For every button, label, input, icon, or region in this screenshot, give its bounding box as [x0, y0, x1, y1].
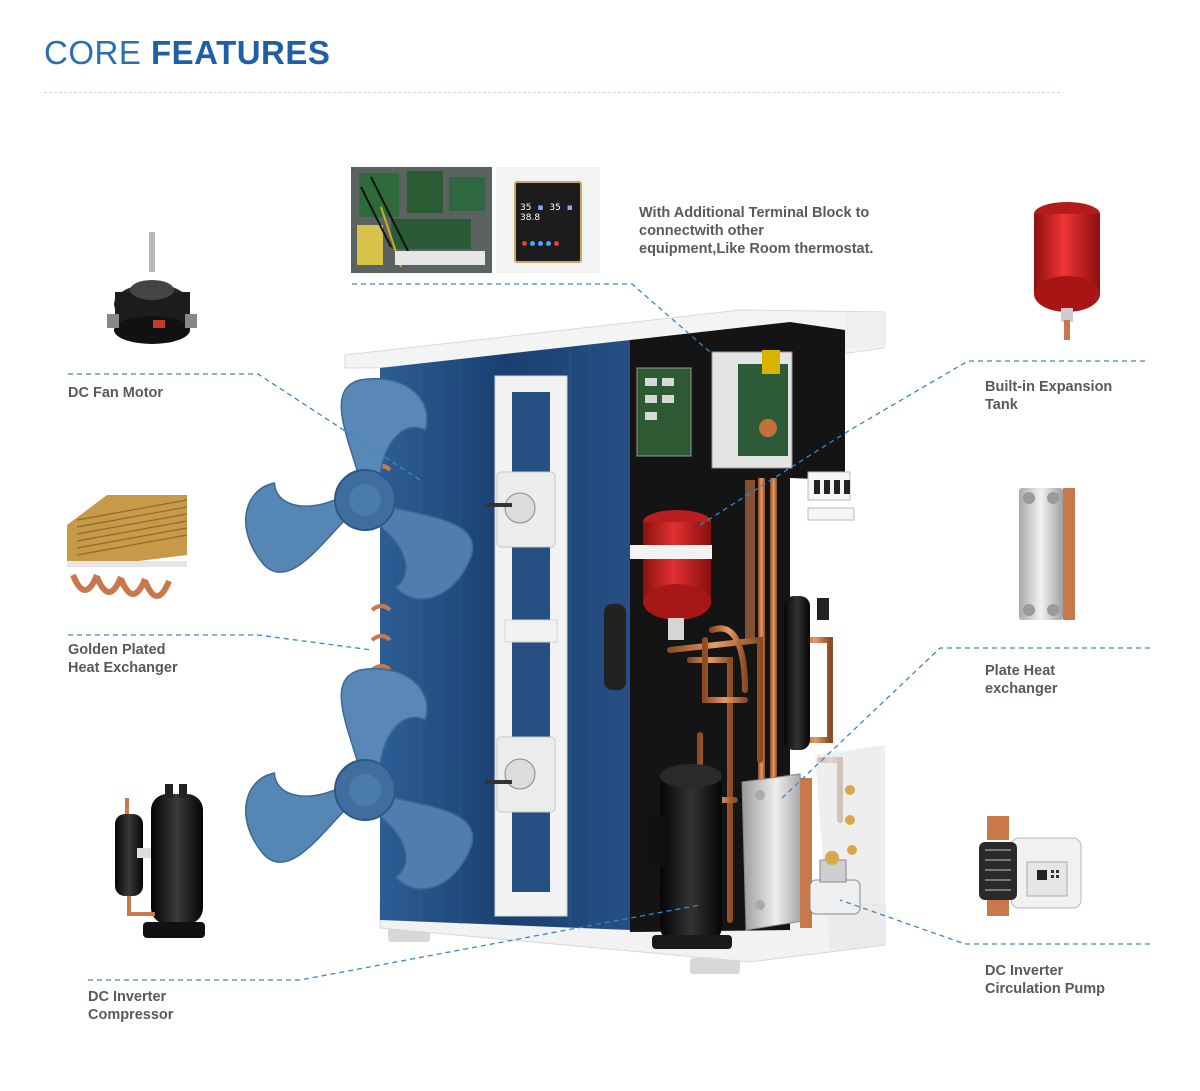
compressor-photo [115, 784, 205, 938]
label-terminal-block: With Additional Terminal Block to connec… [639, 205, 874, 257]
label-fan-motor: DC Fan Motor [68, 385, 164, 401]
leader-heat-exchanger [68, 634, 373, 651]
circulation-pump-in-unit [809, 851, 861, 915]
label-plate-heat-exchanger: Plate Heat exchanger [985, 663, 1058, 697]
leader-terminal-block [352, 283, 711, 353]
thermostat-buttons [522, 233, 574, 246]
plate-heat-exchanger-in-unit [741, 773, 812, 931]
label-compressor: DC Inverter Compressor [88, 989, 174, 1023]
expansion-tank-in-unit [630, 510, 712, 640]
unit-foot-right [690, 958, 740, 974]
leader-compressor [88, 904, 701, 981]
thermostat-value-right: 38.8 [520, 213, 541, 223]
leader-expansion-tank [699, 360, 1145, 526]
expansion-tank-photo [1034, 202, 1100, 340]
title-divider [44, 92, 1060, 93]
thermostat-value-left: 35 [520, 203, 532, 213]
motor-bracket [485, 375, 568, 917]
terminal-block [807, 471, 855, 521]
thermostat-display: 35 ▪ 35 ▪ 38.8 [520, 203, 573, 223]
golden-heat-exchanger-photo [67, 495, 187, 599]
circulation-pump-photo [979, 816, 1082, 916]
label-expansion-tank: Built-in Expansion Tank [985, 379, 1113, 413]
leader-fan-motor [68, 373, 421, 481]
label-heat-exchanger: Golden Plated Heat Exchanger [68, 642, 178, 676]
thermostat-body: 35 ▪ 35 ▪ 38.8 [514, 181, 582, 263]
page-title: CORE FEATURES [44, 34, 330, 72]
leader-circulation-pump [839, 899, 1150, 945]
liquid-receiver [784, 596, 810, 750]
control-board-photo [351, 167, 492, 273]
label-circulation-pump: DC Inverter Circulation Pump [985, 963, 1106, 997]
leader-lines [68, 283, 1150, 981]
fan-motor-photo [107, 232, 197, 344]
leader-plate-heat-exchanger [779, 647, 1150, 801]
plate-heat-exchanger-photo [1019, 488, 1075, 620]
title-bold: FEATURES [151, 34, 331, 71]
accumulator-left [604, 604, 626, 690]
compressor-in-unit [648, 764, 732, 949]
room-thermostat-photo: 35 ▪ 35 ▪ 38.8 [496, 167, 600, 273]
thermostat-value-middle: 35 [549, 203, 561, 213]
title-light: CORE [44, 34, 152, 71]
